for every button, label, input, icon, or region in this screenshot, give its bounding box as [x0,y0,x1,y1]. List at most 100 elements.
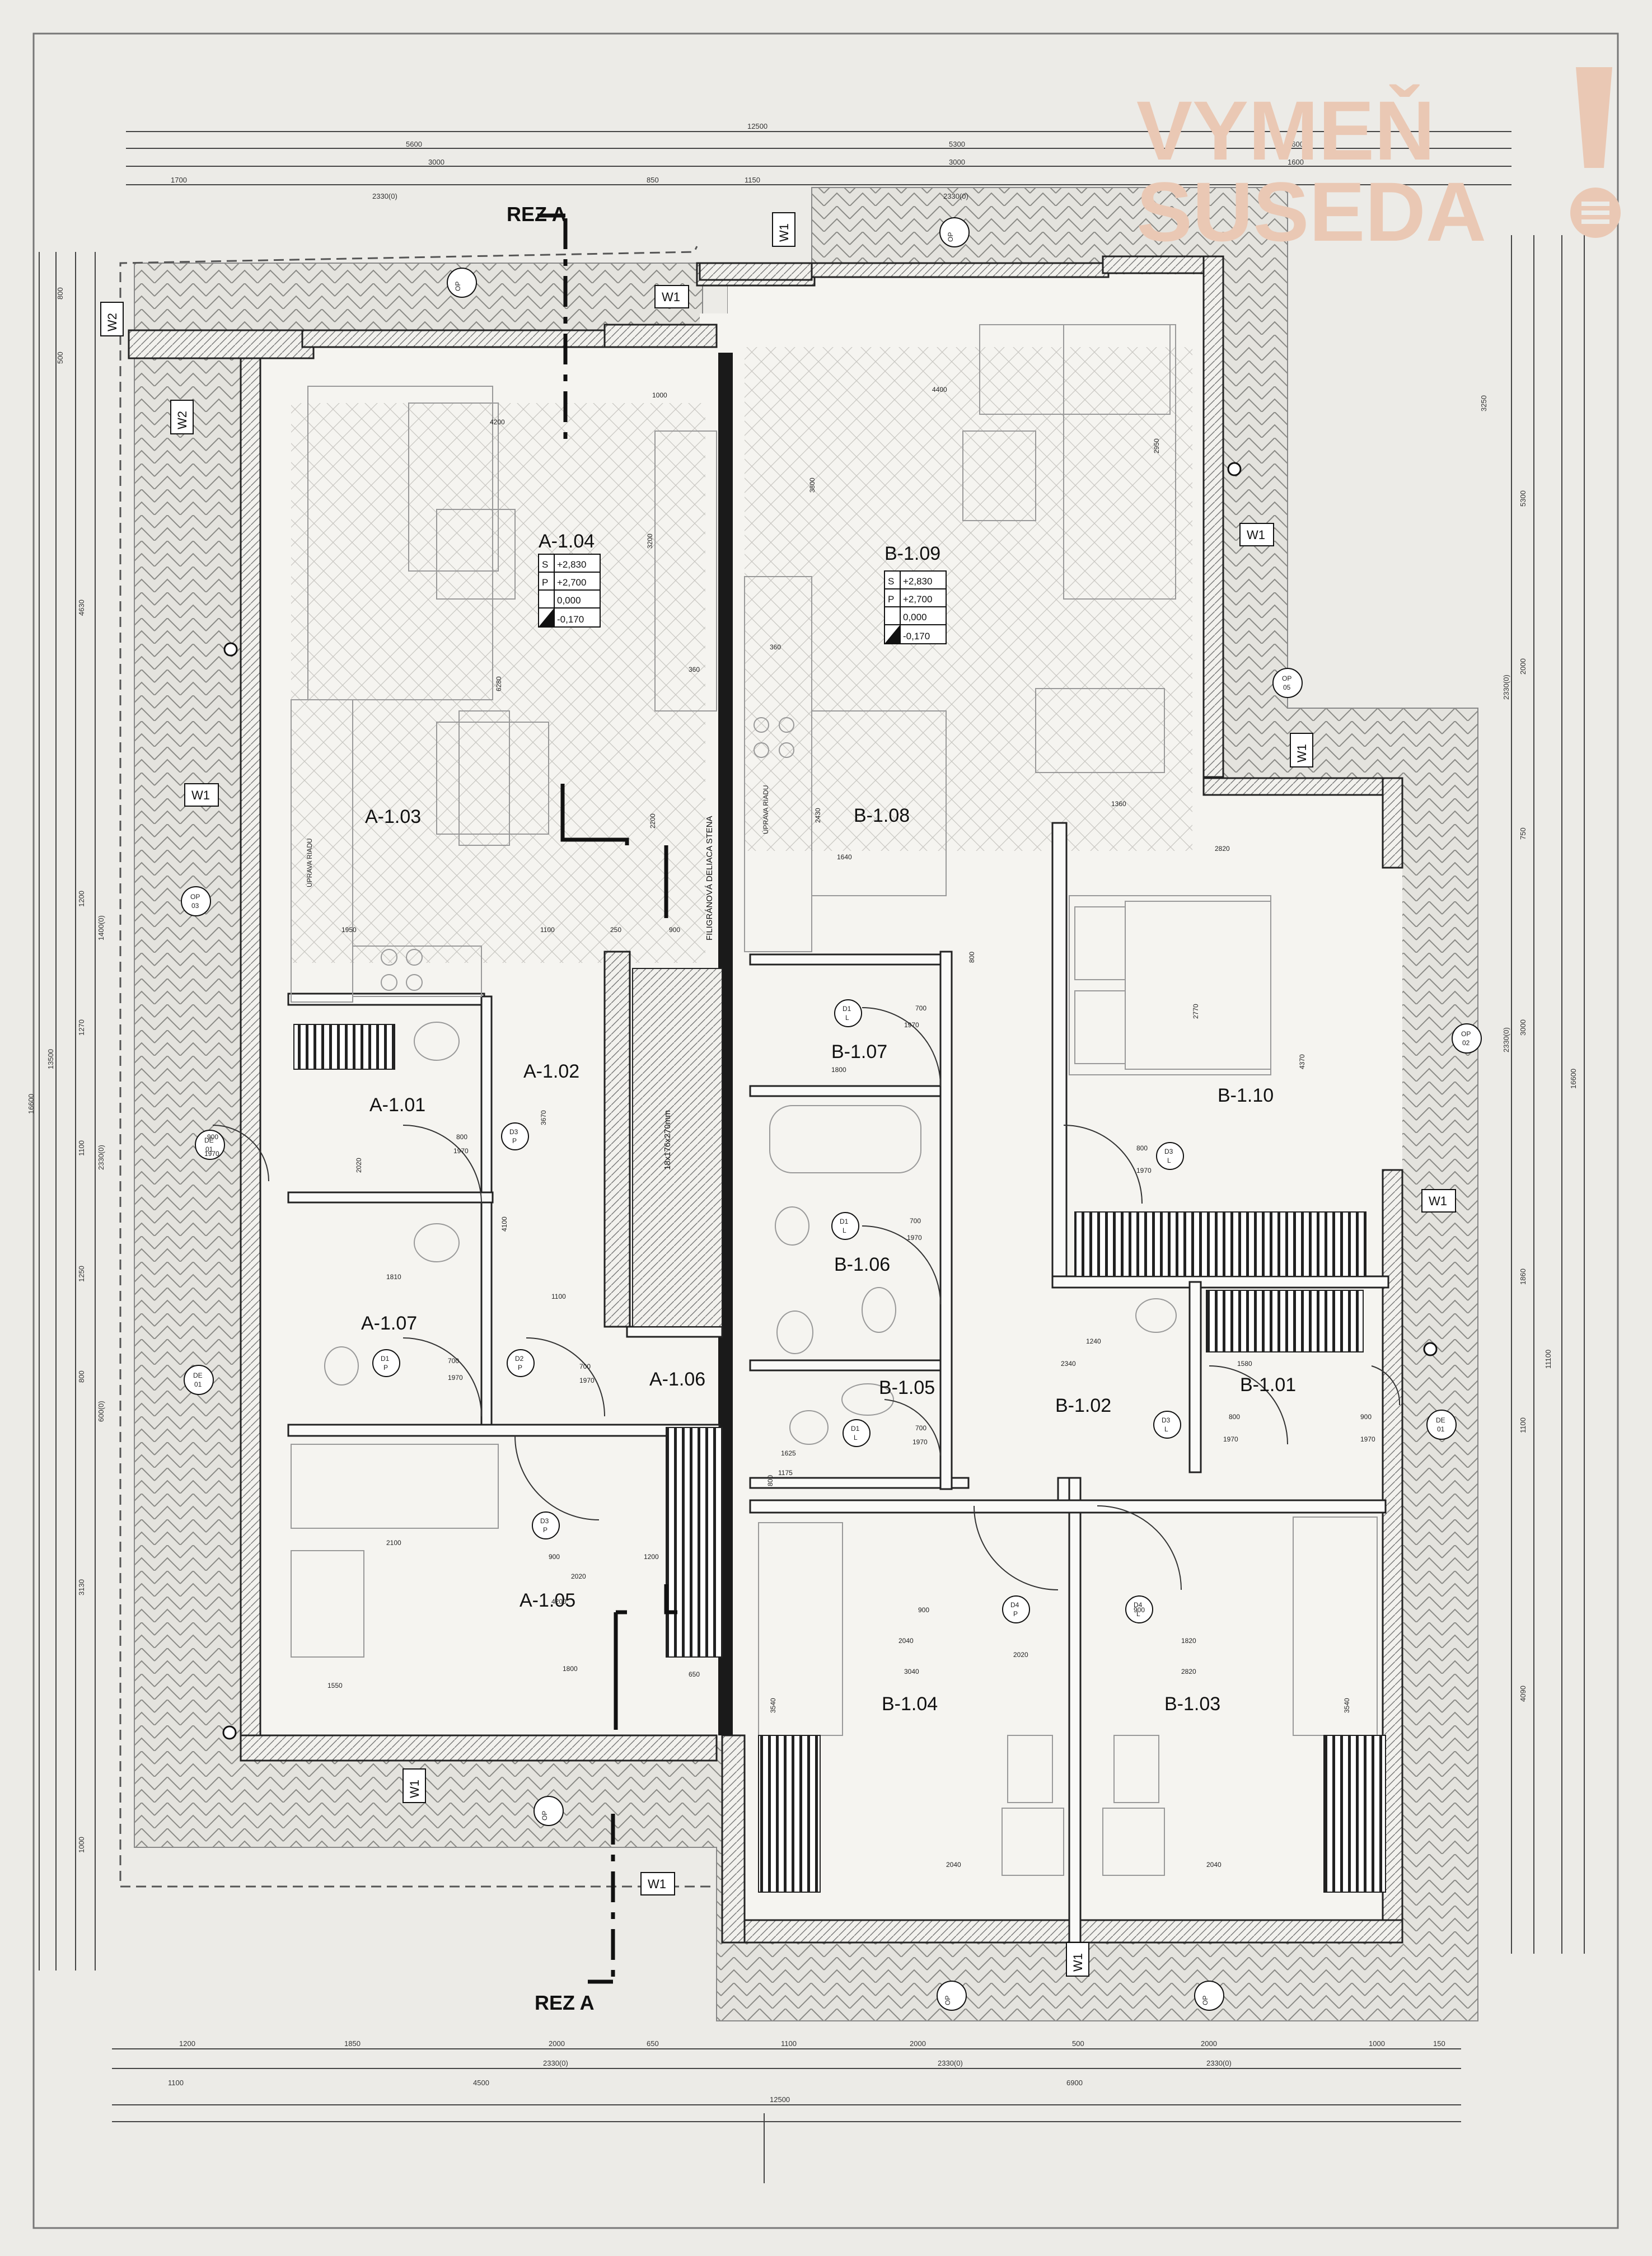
dim-top-3: 1600 [1288,140,1304,148]
svg-text:1100: 1100 [551,1293,566,1300]
svg-text:650: 650 [689,1670,700,1678]
stair-note: 18x176x270mm [663,1110,672,1170]
svg-text:5300: 5300 [1519,490,1527,507]
svg-text:1800: 1800 [563,1665,578,1673]
level-table-b: S P +2,830 +2,700 0,000 -0,170 [884,570,947,644]
svg-text:1970: 1970 [579,1377,595,1384]
svg-text:4630: 4630 [77,600,86,616]
svg-text:W1: W1 [648,1877,666,1891]
svg-text:800: 800 [77,1370,86,1383]
dim-top-6: 1600 [1288,158,1304,166]
svg-text:L: L [843,1227,846,1234]
svg-text:D3: D3 [1162,1416,1171,1424]
dim-bot-2: 1850 [344,2039,361,2048]
svg-text:D3: D3 [509,1128,518,1136]
svg-text:1270: 1270 [77,1019,86,1036]
dim-top-ref-2: 2330(0) [943,192,968,200]
svg-text:D4: D4 [1010,1601,1019,1609]
svg-text:+2,830: +2,830 [557,559,586,570]
svg-text:900: 900 [1134,1606,1145,1614]
svg-text:2020: 2020 [1013,1651,1028,1659]
svg-text:1970: 1970 [1360,1435,1375,1443]
svg-text:2330(0): 2330(0) [1502,1027,1510,1052]
dim-top-4: 3000 [428,158,444,166]
svg-text:750: 750 [1519,827,1527,840]
kitchen-note-b: ÚPRAVA RIADU [761,785,770,834]
svg-text:OP: OP [944,1996,952,2005]
svg-text:OP: OP [1282,675,1291,682]
svg-text:4200: 4200 [490,418,505,426]
svg-text:3670: 3670 [540,1110,547,1125]
door-swings [212,1007,1401,1590]
svg-text:D2: D2 [515,1355,524,1363]
svg-text:700: 700 [910,1217,921,1225]
svg-text:DE: DE [204,1136,214,1144]
svg-text:SUSEDA: SUSEDA [1136,165,1486,259]
svg-text:600(0): 600(0) [97,1401,105,1422]
drawing-frame [32,32,1619,2229]
svg-text:W1: W1 [777,223,791,242]
dim-bot-4: 650 [647,2039,659,2048]
dim-bot-5: 1100 [781,2039,797,2048]
svg-text:W2: W2 [175,411,189,429]
svg-text:4100: 4100 [500,1216,508,1232]
kitchen-note-a: ÚPRAVA RIADU [305,838,313,887]
dim-top-2: 5300 [949,140,965,148]
svg-text:800: 800 [1229,1413,1240,1421]
svg-text:OP: OP [190,893,200,901]
svg-text:700: 700 [448,1357,459,1365]
svg-text:VYMEŇ: VYMEŇ [1136,83,1435,177]
svg-text:2100: 2100 [386,1539,401,1547]
svg-text:S: S [888,576,894,587]
svg-text:W1: W1 [408,1780,422,1798]
room-b-1-05: B-1.05 [879,1377,935,1398]
svg-text:L: L [1164,1425,1168,1433]
svg-text:P: P [888,594,894,605]
svg-text:700: 700 [915,1004,926,1012]
svg-text:13500: 13500 [46,1049,55,1069]
svg-text:1970: 1970 [1136,1167,1152,1174]
svg-text:3000: 3000 [1519,1019,1527,1036]
racks [293,968,1386,1893]
svg-text:1950: 1950 [341,926,357,934]
dim-bot-3: 2000 [549,2039,565,2048]
svg-text:800: 800 [766,1475,774,1486]
dim-bot-9: 1000 [1369,2039,1385,2048]
svg-text:D1: D1 [851,1425,860,1433]
svg-text:L: L [854,1434,858,1441]
svg-text:-0,170: -0,170 [557,614,584,625]
svg-text:1810: 1810 [386,1273,401,1281]
svg-text:250: 250 [610,926,621,934]
svg-text:4370: 4370 [1298,1054,1306,1069]
svg-text:1800: 1800 [831,1066,846,1074]
svg-text:P: P [383,1364,388,1372]
svg-text:1640: 1640 [837,853,852,861]
svg-text:L: L [1136,1610,1140,1618]
dimension-lines [39,131,1585,2183]
svg-text:03: 03 [191,902,199,910]
dim-bot-r2-1: 1100 [168,2079,184,2087]
svg-text:OP: OP [454,282,462,291]
filigree-wall-note: FILIGRÁNOVÁ DELIACA STENA [705,816,714,940]
svg-text:16600: 16600 [27,1094,35,1114]
svg-text:D4: D4 [1134,1601,1143,1609]
svg-text:1240: 1240 [1086,1337,1101,1345]
svg-text:11100: 11100 [1544,1350,1552,1369]
dim-bot-r2-2: 4500 [473,2079,489,2087]
room-a-1-07: A-1.07 [361,1313,417,1334]
svg-text:2040: 2040 [898,1637,914,1645]
internal-dims: 4200 1000 3200 6280 2200 1950 1100 250 9… [204,386,1375,1869]
svg-text:+2,700: +2,700 [557,577,586,588]
svg-text:2430: 2430 [814,808,822,823]
svg-text:W1: W1 [1071,1953,1085,1972]
room-b-1-06: B-1.06 [834,1254,890,1275]
svg-text:900: 900 [549,1553,560,1561]
svg-text:3540: 3540 [1343,1698,1351,1713]
svg-text:L: L [845,1014,849,1022]
room-a-1-04: A-1.04 [539,531,595,552]
exclamation-icon [1576,67,1612,168]
dim-bot-10: 150 [1433,2039,1445,2048]
svg-text:360: 360 [770,643,781,651]
svg-text:1000: 1000 [77,1837,86,1853]
svg-text:1970: 1970 [1223,1435,1238,1443]
